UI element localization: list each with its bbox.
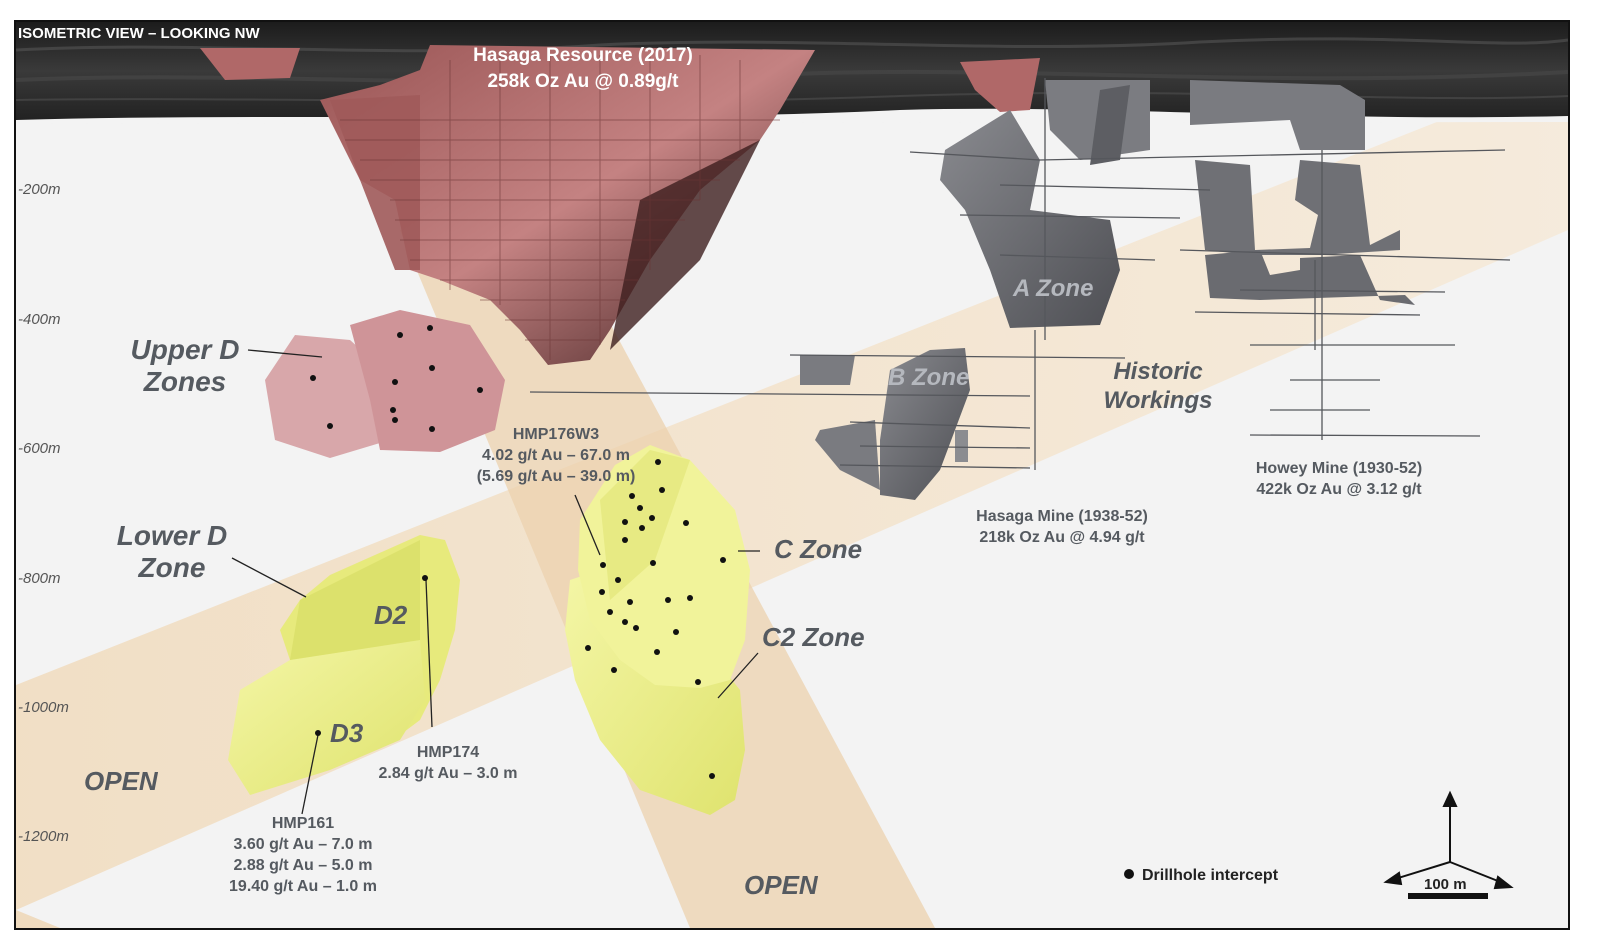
drillhole-dot bbox=[629, 493, 635, 499]
lower-d-line: Zone bbox=[138, 552, 206, 583]
drillhole-dot bbox=[633, 625, 639, 631]
drillhole-intercepts bbox=[310, 325, 726, 779]
hmp161-note: HMP161 3.60 g/t Au – 7.0 m 2.88 g/t Au –… bbox=[218, 813, 388, 897]
depth-label: -400m bbox=[18, 311, 61, 328]
hmp161-line: 3.60 g/t Au – 7.0 m bbox=[233, 836, 373, 853]
drillhole-dot bbox=[607, 609, 613, 615]
drillhole-dot bbox=[659, 487, 665, 493]
open-label: OPEN bbox=[84, 766, 158, 796]
b-zone-label: B Zone bbox=[888, 364, 970, 391]
hmp176w3-line: 4.02 g/t Au – 67.0 m bbox=[482, 447, 630, 464]
d2-zone-label: D2 bbox=[374, 600, 408, 630]
drillhole-dot bbox=[622, 519, 628, 525]
view-title: ISOMETRIC VIEW – LOOKING NW bbox=[18, 25, 260, 42]
lower-d-line: Lower D bbox=[116, 520, 228, 551]
c-zone-shape bbox=[565, 445, 750, 815]
drillhole-dot bbox=[392, 379, 398, 385]
drillhole-dot bbox=[622, 619, 628, 625]
resource-detail: 258k Oz Au @ 0.89g/t bbox=[487, 71, 679, 92]
hmp161-line: 19.40 g/t Au – 1.0 m bbox=[229, 878, 377, 895]
hasaga-mine-line: 218k Oz Au @ 4.94 g/t bbox=[979, 529, 1145, 546]
legend-dot-icon bbox=[1124, 869, 1134, 879]
drillhole-dot bbox=[720, 557, 726, 563]
drillhole-dot bbox=[397, 332, 403, 338]
hmp161-line: HMP161 bbox=[271, 815, 335, 832]
hmp174-note: HMP174 2.84 g/t Au – 3.0 m bbox=[368, 742, 528, 784]
d3-zone-label: D3 bbox=[330, 718, 364, 748]
drillhole-dot bbox=[429, 365, 435, 371]
drillhole-dot bbox=[429, 426, 435, 432]
drillhole-dot bbox=[599, 589, 605, 595]
resource-label: Hasaga Resource (2017) 258k Oz Au @ 0.89… bbox=[458, 43, 708, 95]
drillhole-dot bbox=[622, 537, 628, 543]
depth-label: -600m bbox=[18, 440, 61, 457]
upper-d-zones-label: Upper D Zones bbox=[120, 334, 250, 398]
resource-title: Hasaga Resource (2017) bbox=[473, 45, 693, 66]
upper-d-zones-shape bbox=[265, 310, 505, 458]
diagram-frame bbox=[14, 20, 1570, 930]
drillhole-dot bbox=[477, 387, 483, 393]
drillhole-dot bbox=[315, 730, 321, 736]
scale-label: 100 m bbox=[1424, 876, 1467, 893]
drillhole-dot bbox=[650, 560, 656, 566]
hasaga-mine-note: Hasaga Mine (1938-52) 218k Oz Au @ 4.94 … bbox=[956, 506, 1168, 548]
hasaga-resource-shell bbox=[200, 45, 1040, 365]
hmp176w3-line: (5.69 g/t Au – 39.0 m) bbox=[476, 468, 636, 485]
resource-block-lines bbox=[340, 55, 780, 360]
historic-workings-label: Historic Workings bbox=[1098, 357, 1218, 415]
howey-mine-note: Howey Mine (1930-52) 422k Oz Au @ 3.12 g… bbox=[1236, 458, 1442, 500]
drillhole-dot bbox=[310, 375, 316, 381]
drillhole-dot bbox=[695, 679, 701, 685]
howey-mine-line: Howey Mine (1930-52) bbox=[1255, 460, 1423, 477]
depth-label: -1000m bbox=[18, 699, 69, 716]
historic-drifts bbox=[529, 78, 1511, 470]
drillhole-dot bbox=[627, 599, 633, 605]
howey-mine-line: 422k Oz Au @ 3.12 g/t bbox=[1256, 481, 1422, 498]
depth-label: -1200m bbox=[18, 828, 69, 845]
lower-d-zone-label: Lower D Zone bbox=[108, 520, 236, 584]
depth-label: -800m bbox=[18, 570, 61, 587]
drillhole-dot bbox=[611, 667, 617, 673]
drillhole-dot bbox=[709, 773, 715, 779]
hmp176w3-note: HMP176W3 4.02 g/t Au – 67.0 m (5.69 g/t … bbox=[466, 424, 646, 487]
depth-label: -200m bbox=[18, 181, 61, 198]
drillhole-dot bbox=[683, 520, 689, 526]
drillhole-dot bbox=[327, 423, 333, 429]
drillhole-dot bbox=[615, 577, 621, 583]
scale-north-arrows bbox=[1383, 790, 1514, 890]
a-zone-label: A Zone bbox=[1013, 275, 1094, 302]
drillhole-dot bbox=[639, 525, 645, 531]
drillhole-dot bbox=[427, 325, 433, 331]
scale-bar bbox=[1408, 893, 1488, 899]
hmp176w3-line: HMP176W3 bbox=[512, 426, 600, 443]
c-zone-label: C Zone bbox=[774, 534, 863, 564]
leader-lines bbox=[231, 349, 760, 815]
drillhole-dot bbox=[654, 649, 660, 655]
lower-d-zone-shape bbox=[228, 535, 460, 795]
historic-line: Workings bbox=[1103, 387, 1213, 414]
hmp161-line: 2.88 g/t Au – 5.0 m bbox=[233, 857, 373, 874]
legend-drillhole-text: Drillhole intercept bbox=[1142, 867, 1279, 884]
drillhole-dot bbox=[655, 459, 661, 465]
upper-d-line: Zones bbox=[143, 366, 227, 397]
drillhole-dot bbox=[600, 562, 606, 568]
hasaga-mine-line: Hasaga Mine (1938-52) bbox=[976, 508, 1148, 525]
drillhole-dot bbox=[422, 575, 428, 581]
drillhole-dot bbox=[585, 645, 591, 651]
drillhole-dot bbox=[392, 417, 398, 423]
hmp174-line: HMP174 bbox=[416, 744, 480, 761]
upper-d-line: Upper D bbox=[130, 334, 240, 365]
drillhole-dot bbox=[687, 595, 693, 601]
legend-drillhole: Drillhole intercept bbox=[1124, 867, 1278, 885]
drillhole-dot bbox=[665, 597, 671, 603]
drillhole-dot bbox=[649, 515, 655, 521]
hmp174-line: 2.84 g/t Au – 3.0 m bbox=[378, 765, 518, 782]
open-label: OPEN bbox=[744, 870, 818, 900]
c2-zone-label: C2 Zone bbox=[762, 622, 865, 652]
drillhole-dot bbox=[637, 505, 643, 511]
drillhole-dot bbox=[390, 407, 396, 413]
drillhole-dot bbox=[673, 629, 679, 635]
historic-line: Historic bbox=[1113, 358, 1203, 385]
